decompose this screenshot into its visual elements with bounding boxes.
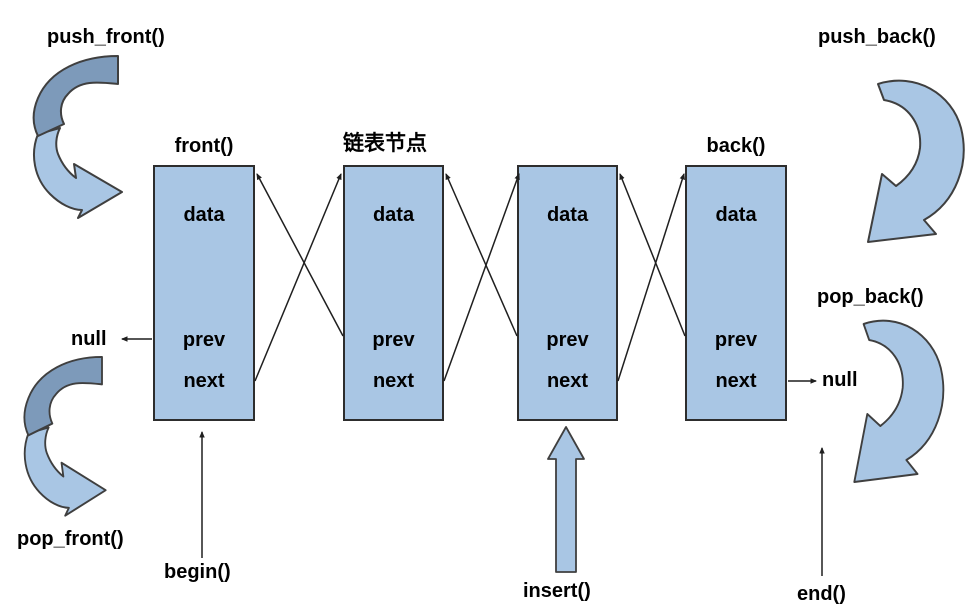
- insert-block-arrow: [547, 426, 585, 573]
- label-front: front(): [174, 135, 234, 157]
- label-null-right: null: [822, 369, 858, 391]
- label-insert: insert(): [523, 580, 591, 602]
- node-field-data: data: [546, 204, 589, 226]
- label-pop-front: pop_front(): [17, 528, 124, 550]
- node-field-prev: prev: [372, 329, 415, 351]
- push-back-curved-arrow: [867, 79, 965, 243]
- node-2: data prev next: [343, 165, 444, 421]
- prev-pointer-4-3: [619, 173, 686, 337]
- ribbon-light-segment: [33, 127, 123, 219]
- label-null-left: null: [71, 328, 107, 350]
- node-front: data prev next: [153, 165, 255, 421]
- ribbon-dark-segment: [23, 355, 103, 437]
- curved-arrow-body: [867, 79, 965, 243]
- node-back: data prev next: [685, 165, 787, 421]
- label-back: back(): [706, 135, 766, 157]
- node-field-next: next: [546, 370, 589, 392]
- node-field-prev: prev: [714, 329, 758, 351]
- prev-pointer-2-1: [256, 173, 344, 337]
- ribbon-dark-segment: [32, 55, 119, 137]
- pop-front-curved-arrow: [23, 355, 107, 517]
- node-field-next: next: [372, 370, 415, 392]
- node-field-prev: prev: [182, 329, 226, 351]
- pop-back-curved-arrow: [853, 319, 945, 483]
- node-field-prev: prev: [546, 329, 589, 351]
- next-pointer-2-3: [443, 173, 520, 382]
- next-pointer-1-2: [254, 173, 342, 382]
- label-push-back: push_back(): [818, 26, 936, 48]
- label-push-front: push_front(): [47, 26, 165, 48]
- prev-pointer-3-2: [445, 173, 518, 337]
- node-field-next: next: [183, 370, 225, 392]
- label-node-title: 链表节点: [343, 132, 427, 155]
- push-front-curved-arrow: [32, 55, 123, 219]
- node-field-data: data: [715, 204, 757, 226]
- next-pointer-3-4: [617, 173, 685, 382]
- node-field-next: next: [715, 370, 757, 392]
- label-end: end(): [797, 583, 846, 605]
- label-pop-back: pop_back(): [817, 286, 924, 308]
- ribbon-light-segment: [23, 426, 107, 517]
- curved-arrow-body: [853, 319, 945, 483]
- node-3: data prev next: [517, 165, 618, 421]
- label-begin: begin(): [164, 561, 231, 583]
- node-field-data: data: [372, 204, 415, 226]
- node-field-data: data: [183, 204, 225, 226]
